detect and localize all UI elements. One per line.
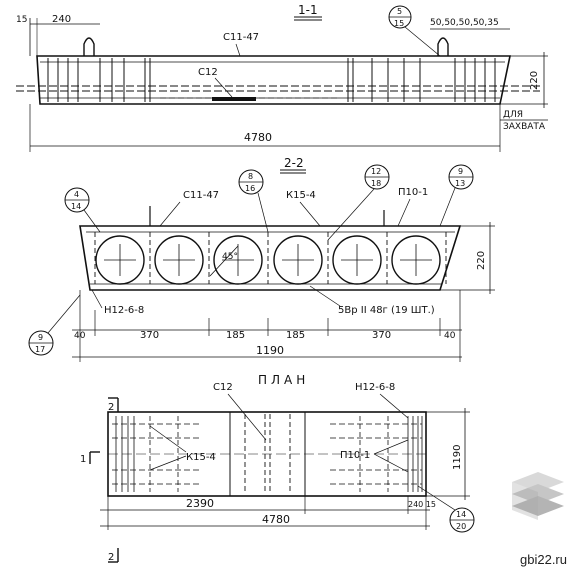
- dim-15: 15: [16, 15, 27, 25]
- section-1-1: 1-1 15 240: [16, 3, 548, 152]
- dim-2390: 2390: [186, 497, 214, 510]
- callout-9-17-bottom: 17: [35, 345, 45, 354]
- label-p10-1: П10-1: [398, 187, 428, 198]
- dim-4780-a: 4780: [244, 131, 272, 144]
- callout-9-13-bottom: 13: [455, 179, 465, 188]
- dim-40-right: 40: [444, 331, 456, 341]
- callout-5-15-bottom: 15: [394, 19, 404, 28]
- note-line2: ЗАХВАТА: [503, 122, 546, 132]
- label-k15-4: К15-4: [286, 190, 316, 201]
- hollow-cores: [95, 235, 441, 285]
- dim-4780-b: 4780: [262, 513, 290, 526]
- label-wire: 5Вр II 48г (19 ШТ.): [338, 305, 435, 316]
- label-n12-6-8: Н12-6-8: [104, 305, 144, 316]
- section-1-1-title: 1-1: [298, 3, 318, 17]
- plan-label-n12: Н12-6-8: [355, 382, 395, 393]
- callout-14-20-top: 14: [456, 510, 466, 519]
- plan-title: ПЛАН: [258, 373, 309, 387]
- label-c12: С12: [198, 67, 218, 78]
- dim-185-left: 185: [226, 330, 245, 341]
- angle-45: 45°: [222, 252, 238, 262]
- watermark-text: gbi22.ru: [520, 552, 567, 567]
- callout-14-20-bottom: 20: [456, 522, 466, 531]
- callout-4-14-bottom: 14: [71, 202, 81, 211]
- plan-label-k15: К15-4: [186, 452, 216, 463]
- section-2-2-title: 2-2: [284, 156, 304, 170]
- callout-12-18-top: 12: [371, 167, 381, 176]
- plan-label-c12: С12: [213, 382, 233, 393]
- callout-8-16-top: 8: [248, 172, 253, 181]
- dim-240-15: 240 15: [408, 500, 436, 509]
- callout-5-15-top: 5: [397, 7, 402, 16]
- dim-1190-a: 1190: [256, 344, 284, 357]
- callout-12-18-bottom: 18: [371, 179, 381, 188]
- plan-label-p10: П10-1: [340, 450, 370, 461]
- dim-370-left: 370: [140, 330, 159, 341]
- label-c11-47: С11-47: [223, 32, 259, 43]
- dim-right-seq: 50,50,50,50,35: [430, 18, 499, 28]
- watermark-logo: [512, 472, 564, 520]
- stirrups-left: [47, 58, 151, 102]
- dim-240: 240: [52, 14, 71, 25]
- dim-height-220-b: 220: [476, 251, 487, 270]
- dim-1190-b: 1190: [452, 445, 463, 470]
- plan-mesh-right: [330, 416, 423, 492]
- plan-view: ПЛАН: [80, 373, 475, 563]
- callout-9-17-top: 9: [38, 333, 43, 342]
- callout-4-14-top: 4: [74, 190, 79, 199]
- label-c11-47-b: С11-47: [183, 190, 219, 201]
- section-2-2: 2-2: [28, 156, 495, 362]
- cut-2-top: 2: [108, 402, 114, 413]
- callout-9-13-top: 9: [458, 167, 463, 176]
- note-line1: ДЛЯ: [503, 110, 523, 120]
- dim-height-220-a: 220: [529, 71, 540, 90]
- cut-2-bottom: 2: [108, 552, 114, 563]
- plan-mesh-left: [112, 416, 200, 492]
- dim-370-right: 370: [372, 330, 391, 341]
- stirrups-right: [347, 58, 496, 102]
- cut-1-left: 1: [80, 454, 86, 465]
- callout-8-16-bottom: 16: [245, 184, 255, 193]
- dim-185-right: 185: [286, 330, 305, 341]
